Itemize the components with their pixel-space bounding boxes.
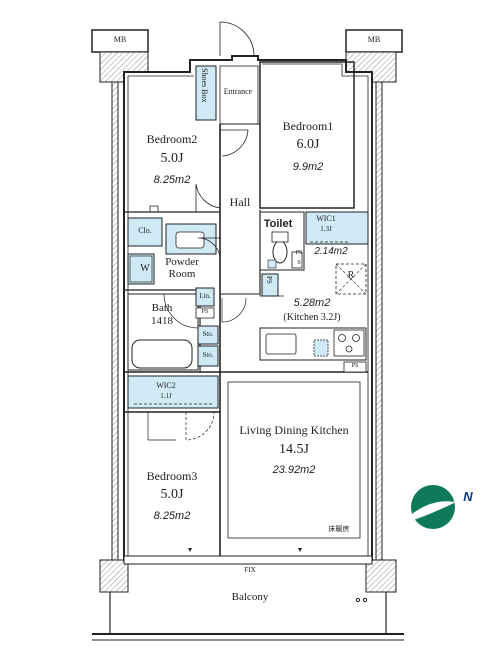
ps2-label: PS	[201, 309, 209, 315]
ldk-door	[221, 297, 247, 323]
toilet-room	[259, 211, 305, 271]
toilet-label: Toilet	[263, 218, 293, 230]
bedroom1-label: Bedroom1	[282, 119, 334, 133]
washer-label: W	[140, 263, 150, 274]
fix-window-label: FIX	[244, 566, 256, 574]
dishwasher	[313, 339, 329, 357]
wic1-label: WIC1	[316, 214, 336, 223]
bedroom2-label: Bedroom2	[146, 132, 198, 146]
bedroom1-area: 9.9m2	[292, 161, 324, 173]
bedroom3-size: 5.0J	[160, 487, 184, 502]
north-label: N	[463, 489, 473, 504]
storage-1-label: Sto.	[202, 330, 214, 338]
bedroom1-size: 6.0J	[296, 137, 320, 152]
shoes-box-label: Shoes Box	[200, 68, 210, 103]
closet	[127, 217, 163, 247]
powder-room-label-2: Room	[168, 268, 196, 280]
kitchen-area: 5.28m2	[293, 297, 331, 309]
ps3-label: PS	[265, 276, 274, 284]
ps4-label: PS	[351, 363, 359, 369]
bedroom2-size: 5.0J	[160, 151, 184, 166]
ldk-size: 14.5J	[279, 442, 309, 457]
bedroom2-area: 8.25m2	[153, 174, 191, 186]
bedroom1-door	[220, 129, 249, 157]
storage-2	[197, 345, 219, 367]
kitchen-size: (Kitchen 3.2J)	[283, 312, 341, 323]
powder-room-door	[197, 237, 221, 263]
entrance-label: Entrance	[223, 87, 253, 96]
closet-label: Clo.	[138, 226, 152, 235]
corner-right-bottom	[365, 559, 397, 593]
walk-in-closet-2	[127, 375, 219, 409]
bedroom2-door	[195, 183, 221, 212]
storage-1	[197, 325, 219, 345]
kitchen-sink	[265, 333, 297, 355]
storage-2-label: Sto.	[202, 351, 214, 359]
entrance-door	[219, 21, 255, 57]
bedroom3-door	[147, 412, 176, 441]
bath-size: 1418	[151, 315, 173, 327]
corner-left-bottom	[99, 559, 129, 593]
compass-icon	[411, 485, 456, 529]
ldk-area: 23.92m2	[272, 464, 316, 476]
washing-machine	[127, 253, 155, 285]
wic2-size: 1.1J	[160, 392, 172, 400]
linen-label: Lin.	[199, 292, 211, 300]
wic1-size: 1.3J	[320, 225, 332, 233]
powder-room-label: Powder	[165, 256, 199, 268]
ps1-label: PS	[295, 250, 303, 256]
linen-closet	[195, 287, 215, 307]
walk-in-closet-1	[305, 211, 369, 245]
bath-label: Bath	[151, 302, 173, 314]
bedroom1-walls	[259, 61, 355, 209]
wic2-label: WIC2	[156, 381, 176, 390]
bedroom3-area: 8.25m2	[153, 510, 191, 522]
s-label: S	[297, 260, 301, 266]
ldk-label: Living Dining Kitchen	[239, 423, 349, 437]
pipe-space-1	[195, 307, 215, 319]
wic1-area: 2.14m2	[314, 246, 348, 257]
refrigerator-label: R	[347, 270, 355, 281]
hall-label: Hall	[229, 195, 251, 209]
pipe-space-2	[261, 273, 279, 297]
mb-right-label: MB	[367, 35, 381, 44]
bedroom3-label: Bedroom3	[146, 469, 198, 483]
bathtub	[131, 339, 193, 369]
pipe-space-4	[343, 361, 367, 373]
floor-heating-area	[227, 381, 361, 539]
balcony-window	[123, 555, 373, 565]
balcony-label: Balcony	[231, 591, 269, 603]
shoes-box	[195, 65, 217, 121]
floor-heating-label: 床暖房	[328, 525, 350, 533]
mb-left-label: MB	[113, 35, 127, 44]
